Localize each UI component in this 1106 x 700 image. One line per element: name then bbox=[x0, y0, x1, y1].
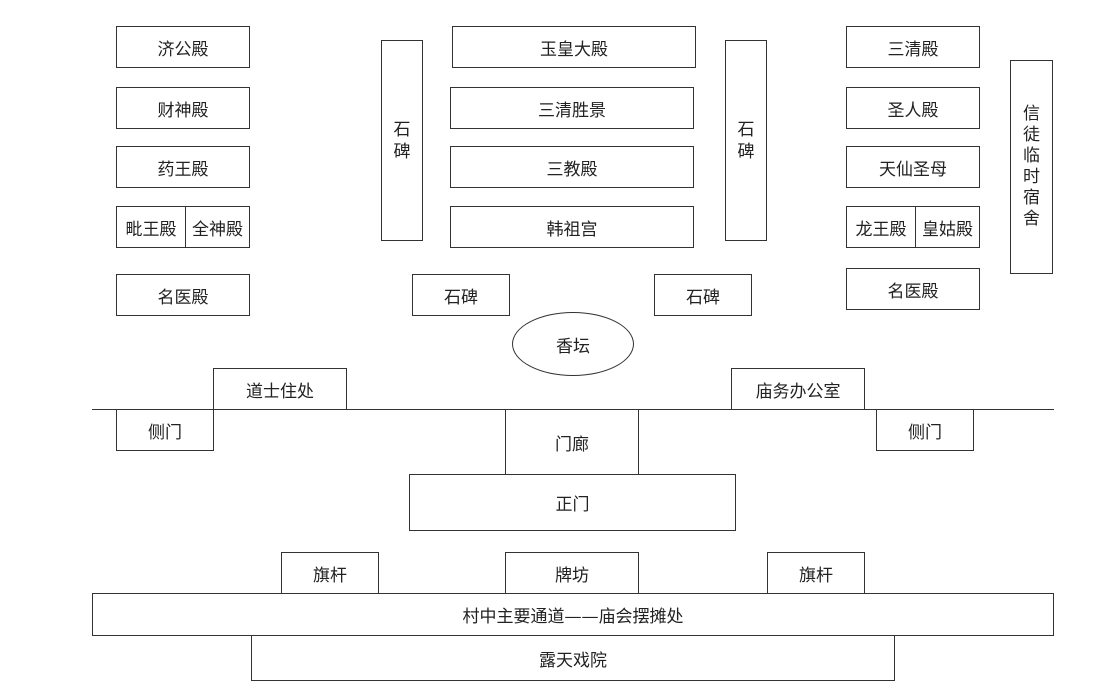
gallery-label: 门廊 bbox=[555, 434, 589, 455]
hall-label: 济公殿 bbox=[157, 39, 209, 60]
hall-label: 名医殿 bbox=[157, 287, 209, 308]
hall-shengren: 圣人殿 bbox=[846, 87, 980, 129]
gate-gallery: 门廊 bbox=[505, 409, 639, 475]
hall-label: 三清殿 bbox=[887, 39, 939, 60]
stele-char: 石 bbox=[737, 119, 755, 140]
flagpole-left: 旗杆 bbox=[281, 552, 379, 594]
daoist-quarters: 道士住处 bbox=[213, 368, 347, 410]
hall-mingyi-right: 名医殿 bbox=[846, 268, 980, 310]
hall-tianxian: 天仙圣母 bbox=[846, 146, 980, 188]
hall-yaowang: 药王殿 bbox=[116, 146, 250, 188]
hall-label: 药王殿 bbox=[157, 159, 209, 180]
main-gate: 正门 bbox=[409, 474, 736, 531]
stele-right: 石碑 bbox=[654, 274, 752, 316]
hall-quanshen: 全神殿 bbox=[185, 207, 249, 247]
hall-longwang: 龙王殿 bbox=[847, 207, 915, 247]
stele-label: 石碑 bbox=[686, 287, 720, 308]
hall-mingyi-left: 名医殿 bbox=[116, 274, 250, 316]
incense-label: 香坛 bbox=[556, 336, 590, 357]
hall-label: 毗王殿 bbox=[125, 219, 177, 240]
side-gate-left: 侧门 bbox=[116, 409, 214, 451]
flagpole-label: 旗杆 bbox=[799, 565, 833, 586]
dorm-char: 徒 bbox=[1023, 125, 1040, 145]
side-gate-label: 侧门 bbox=[908, 422, 942, 443]
hall-yuhuang: 玉皇大殿 bbox=[452, 26, 696, 68]
daoist-label: 道士住处 bbox=[246, 381, 314, 402]
stele-left: 石碑 bbox=[412, 274, 510, 316]
office-label: 庙务办公室 bbox=[755, 381, 841, 402]
side-gate-label: 侧门 bbox=[148, 422, 182, 443]
hall-label: 皇姑殿 bbox=[922, 219, 973, 240]
hall-pair-right: 龙王殿 皇姑殿 bbox=[846, 206, 980, 248]
dorm-char: 信 bbox=[1023, 104, 1040, 124]
flagpole-label: 旗杆 bbox=[313, 565, 347, 586]
dorm-char: 宿 bbox=[1023, 188, 1040, 208]
stele-vertical-right: 石 碑 bbox=[725, 40, 767, 241]
hall-label: 天仙圣母 bbox=[879, 159, 947, 180]
believer-dormitory: 信 徒 临 时 宿 舍 bbox=[1010, 60, 1053, 274]
theater-label: 露天戏院 bbox=[539, 650, 607, 671]
hall-label: 三教殿 bbox=[546, 159, 598, 180]
hall-sanqing-shengjing: 三清胜景 bbox=[450, 87, 694, 129]
road-label: 村中主要通道——庙会摆摊处 bbox=[462, 607, 684, 627]
hall-label: 玉皇大殿 bbox=[540, 39, 608, 60]
hall-sanjiao: 三教殿 bbox=[450, 146, 694, 188]
dorm-char: 舍 bbox=[1023, 209, 1040, 229]
dorm-char: 临 bbox=[1023, 146, 1040, 166]
hall-piwang: 毗王殿 bbox=[117, 207, 185, 247]
hall-pair-left: 毗王殿 全神殿 bbox=[116, 206, 250, 248]
open-air-theater: 露天戏院 bbox=[251, 635, 895, 681]
hall-label: 三清胜景 bbox=[538, 100, 606, 121]
hall-label: 韩祖宫 bbox=[546, 219, 598, 240]
temple-office: 庙务办公室 bbox=[731, 368, 865, 410]
hall-huanggu: 皇姑殿 bbox=[915, 207, 979, 247]
hall-jigong: 济公殿 bbox=[116, 26, 250, 68]
hall-hanzu: 韩祖宫 bbox=[450, 206, 694, 248]
hall-label: 龙王殿 bbox=[855, 219, 907, 240]
village-main-road: 村中主要通道——庙会摆摊处 bbox=[92, 593, 1054, 636]
hall-label: 财神殿 bbox=[157, 100, 209, 121]
archway: 牌坊 bbox=[505, 552, 639, 594]
hall-caishen: 财神殿 bbox=[116, 87, 250, 129]
stele-label: 石碑 bbox=[444, 287, 478, 308]
side-gate-right: 侧门 bbox=[876, 409, 974, 451]
stele-char: 碑 bbox=[393, 141, 411, 162]
archway-label: 牌坊 bbox=[555, 565, 589, 586]
hall-label: 全神殿 bbox=[192, 219, 243, 240]
dorm-char: 时 bbox=[1023, 167, 1040, 187]
stele-vertical-left: 石 碑 bbox=[381, 40, 423, 241]
incense-altar: 香坛 bbox=[512, 312, 634, 376]
hall-sanqing: 三清殿 bbox=[846, 26, 980, 68]
stele-char: 碑 bbox=[737, 141, 755, 162]
stele-char: 石 bbox=[393, 119, 411, 140]
hall-label: 圣人殿 bbox=[887, 100, 939, 121]
main-gate-label: 正门 bbox=[555, 495, 590, 515]
flagpole-right: 旗杆 bbox=[767, 552, 865, 594]
hall-label: 名医殿 bbox=[887, 281, 939, 302]
